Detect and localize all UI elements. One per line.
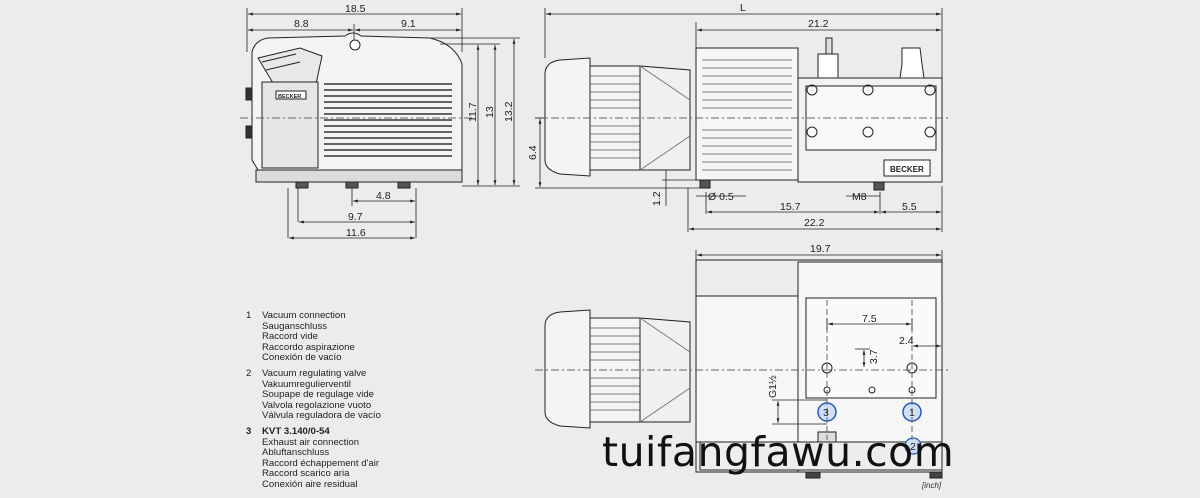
legend-line: Sauganschluss [262, 320, 328, 332]
dim-side-height-a: 11.7 [467, 102, 479, 122]
side-base [255, 169, 463, 183]
top-motor-cap [544, 309, 591, 429]
top-view [535, 259, 950, 479]
dim-side-left-part: 8.8 [294, 18, 309, 30]
front-motor-cap [544, 57, 591, 177]
dim-front-thread: M8 [852, 191, 867, 203]
dim-side-height-c: 13.2 [503, 101, 515, 122]
legend-line: Raccordo aspirazione [262, 341, 355, 353]
dim-side-right-part: 9.1 [401, 18, 416, 30]
dim-front-pump-length: 21.2 [808, 18, 829, 30]
legend-line: Raccord vide [262, 331, 318, 343]
front-top-fitting [817, 53, 839, 79]
top-port-marker-2: 2 [910, 441, 916, 453]
legend: 1 Vacuum connection Sauganschluss Raccor… [246, 310, 381, 496]
dim-front-total-base: 22.2 [804, 217, 825, 229]
dim-top-port-offset-y: 3.7 [868, 349, 880, 364]
front-pump-housing [695, 47, 799, 181]
top-port-marker-1: 1 [909, 407, 915, 419]
legend-number: 3 [246, 425, 252, 437]
dim-front-hole-dia: Ø 0.5 [708, 191, 734, 203]
dim-top-port-spacing: 7.5 [862, 313, 877, 325]
legend-item-1: 1 Vacuum connection Sauganschluss Raccor… [246, 310, 381, 364]
front-brand-label: BECKER [890, 165, 924, 174]
legend-number: 1 [246, 310, 252, 321]
front-dimensions [535, 8, 943, 232]
dim-side-foot-b: 9.7 [348, 211, 363, 223]
dim-side-height-b: 13 [484, 106, 496, 118]
legend-line: Conexión de vacío [262, 352, 342, 364]
front-vacuum-valve [899, 47, 925, 79]
legend-line: Exhaust air connection [262, 436, 360, 448]
top-pump-housing [695, 295, 799, 443]
legend-item-3: 3 KVT 3.140/0-54 Exhaust air connection … [246, 425, 381, 491]
dim-front-overall-length: L [740, 2, 746, 14]
watermark: tuifangfawu.com [602, 428, 955, 476]
legend-model: KVT 3.140/0-54 [262, 425, 330, 437]
dim-front-axis-height: 6.4 [527, 145, 539, 160]
legend-line: Raccord échappement d'air [262, 457, 380, 469]
side-view: BECKER [240, 32, 472, 189]
legend-line: Valvola regolazione vuoto [262, 399, 372, 411]
dim-top-port-offset-x: 2.4 [899, 335, 914, 347]
front-cover-bolts [806, 84, 936, 138]
side-lifting-eye [349, 39, 361, 51]
unit-note: [inch] [922, 481, 942, 490]
legend-item-2: 2 Vacuum regulating valve Vakuumregulier… [246, 367, 381, 422]
dim-front-foot-offset: 5.5 [902, 201, 917, 213]
side-cooling-fins [324, 83, 452, 157]
side-brand-label: BECKER [278, 94, 301, 100]
side-dimensions [246, 8, 520, 240]
legend-line: Abluftanschluss [262, 447, 330, 459]
top-port-marker-3: 3 [823, 407, 829, 419]
dim-front-foot-span: 15.7 [780, 201, 801, 213]
legend-line: Vakuumregulierventil [262, 378, 351, 390]
legend-line: Vacuum connection [262, 310, 346, 321]
legend-line: Raccord scarico aria [262, 468, 350, 480]
legend-line: Válvula reguladora de vacío [262, 410, 381, 422]
dim-front-foot-height: 1.2 [651, 191, 663, 206]
dim-top-thread: G1½ [767, 375, 779, 398]
top-dimensions [695, 250, 943, 425]
front-view: BECKER [535, 37, 950, 191]
dim-side-overall-width: 18.5 [345, 3, 366, 15]
legend-line: Soupape de regulage vide [262, 389, 375, 401]
legend-line: Vacuum regulating valve [262, 367, 367, 379]
dim-side-foot-a: 4.8 [376, 190, 391, 202]
dim-top-width: 19.7 [810, 243, 831, 255]
dim-side-foot-c: 11.6 [346, 227, 366, 239]
legend-line: Conexión aire residual [262, 478, 358, 490]
legend-number: 2 [246, 367, 252, 379]
